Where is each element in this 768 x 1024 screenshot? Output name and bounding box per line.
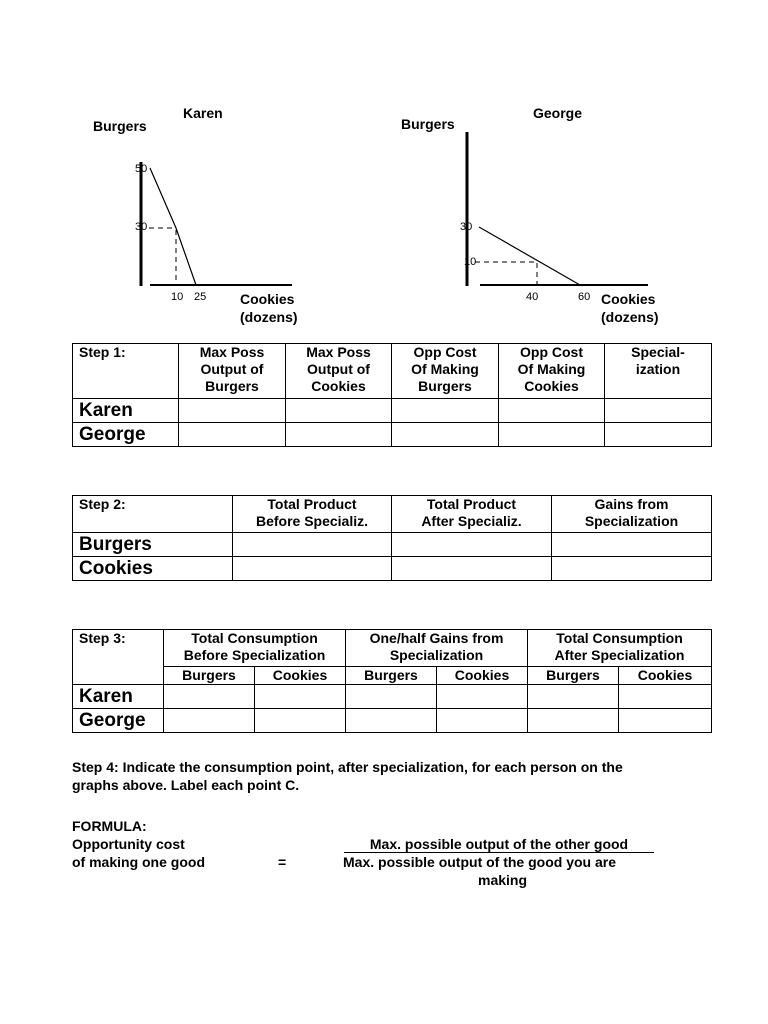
george-x-axis-label: Cookies bbox=[601, 291, 656, 307]
step3-cell[interactable] bbox=[163, 684, 255, 709]
karen-x-axis-unit: (dozens) bbox=[240, 309, 298, 325]
step2-label: Step 2: bbox=[72, 495, 233, 533]
step3-cell[interactable] bbox=[254, 684, 346, 709]
step1-cell[interactable] bbox=[391, 422, 499, 447]
formula-denominator-line1: Max. possible output of the good you are bbox=[343, 854, 617, 870]
step1-row-label-karen: Karen bbox=[72, 398, 179, 423]
karen-x-axis-label: Cookies bbox=[240, 291, 295, 307]
step1-cell[interactable] bbox=[391, 398, 499, 423]
step2-cell[interactable] bbox=[232, 556, 392, 581]
step3-cell[interactable] bbox=[345, 684, 437, 709]
formula-left-line2: of making one good bbox=[72, 854, 205, 870]
karen-y-axis-label: Burgers bbox=[93, 118, 147, 134]
step1-cell[interactable] bbox=[498, 422, 605, 447]
step2-cell[interactable] bbox=[551, 556, 712, 581]
step1-cell[interactable] bbox=[178, 422, 286, 447]
step1-cell[interactable] bbox=[604, 422, 712, 447]
step2-cell[interactable] bbox=[232, 532, 392, 557]
step3-label: Step 3: bbox=[72, 629, 164, 685]
step1-cell[interactable] bbox=[178, 398, 286, 423]
step3-row-label-george: George bbox=[72, 708, 164, 733]
step3-sub-cookies: Cookies bbox=[617, 666, 713, 685]
step1-label: Step 1: bbox=[72, 343, 179, 399]
step2-cell[interactable] bbox=[391, 532, 552, 557]
step4-line2: graphs above. Label each point C. bbox=[72, 777, 300, 793]
step1-cell[interactable] bbox=[604, 398, 712, 423]
formula-equals: = bbox=[278, 854, 287, 870]
step3-cell[interactable] bbox=[617, 684, 713, 709]
step3-sub-burgers: Burgers bbox=[345, 666, 437, 685]
george-x-tick-40: 40 bbox=[526, 291, 539, 303]
formula-denominator-line2: making bbox=[478, 872, 528, 888]
step4-line1: Step 4: Indicate the consumption point, … bbox=[72, 759, 623, 775]
step3-cell[interactable] bbox=[163, 708, 255, 733]
step3-cell[interactable] bbox=[254, 708, 346, 733]
step1-header-specialization: Special-ization bbox=[604, 343, 712, 399]
step3-cell[interactable] bbox=[436, 708, 528, 733]
step3-sub-burgers: Burgers bbox=[163, 666, 255, 685]
george-x-axis-unit: (dozens) bbox=[601, 309, 659, 325]
formula-heading: FORMULA: bbox=[72, 818, 147, 834]
step2-cell[interactable] bbox=[391, 556, 552, 581]
step2-row-label-cookies: Cookies bbox=[72, 556, 233, 581]
step3-cell[interactable] bbox=[345, 708, 437, 733]
step3-sub-burgers: Burgers bbox=[527, 666, 619, 685]
step1-cell[interactable] bbox=[285, 422, 392, 447]
step3-row-label-karen: Karen bbox=[72, 684, 164, 709]
formula-numerator: Max. possible output of the other good bbox=[344, 836, 654, 853]
step3-sub-cookies: Cookies bbox=[436, 666, 528, 685]
george-ppf-line bbox=[478, 226, 581, 286]
step3-cell[interactable] bbox=[527, 708, 619, 733]
karen-x-tick-25: 25 bbox=[194, 291, 207, 303]
karen-x-tick-10: 10 bbox=[171, 291, 184, 303]
step1-cell[interactable] bbox=[285, 398, 392, 423]
step3-cell[interactable] bbox=[527, 684, 619, 709]
george-graph-title: George bbox=[533, 105, 583, 121]
formula-left-line1: Opportunity cost bbox=[72, 836, 185, 852]
step3-cell[interactable] bbox=[436, 684, 528, 709]
karen-ppf-curve bbox=[149, 167, 197, 286]
karen-graph-title: Karen bbox=[183, 105, 223, 121]
george-x-tick-60: 60 bbox=[578, 291, 591, 303]
step2-row-label-burgers: Burgers bbox=[72, 532, 233, 557]
step1-row-label-george: George bbox=[72, 422, 179, 447]
step1-cell[interactable] bbox=[498, 398, 605, 423]
step2-cell[interactable] bbox=[551, 532, 712, 557]
step3-sub-cookies: Cookies bbox=[254, 666, 346, 685]
step3-cell[interactable] bbox=[617, 708, 713, 733]
george-y-axis-label: Burgers bbox=[401, 116, 455, 132]
